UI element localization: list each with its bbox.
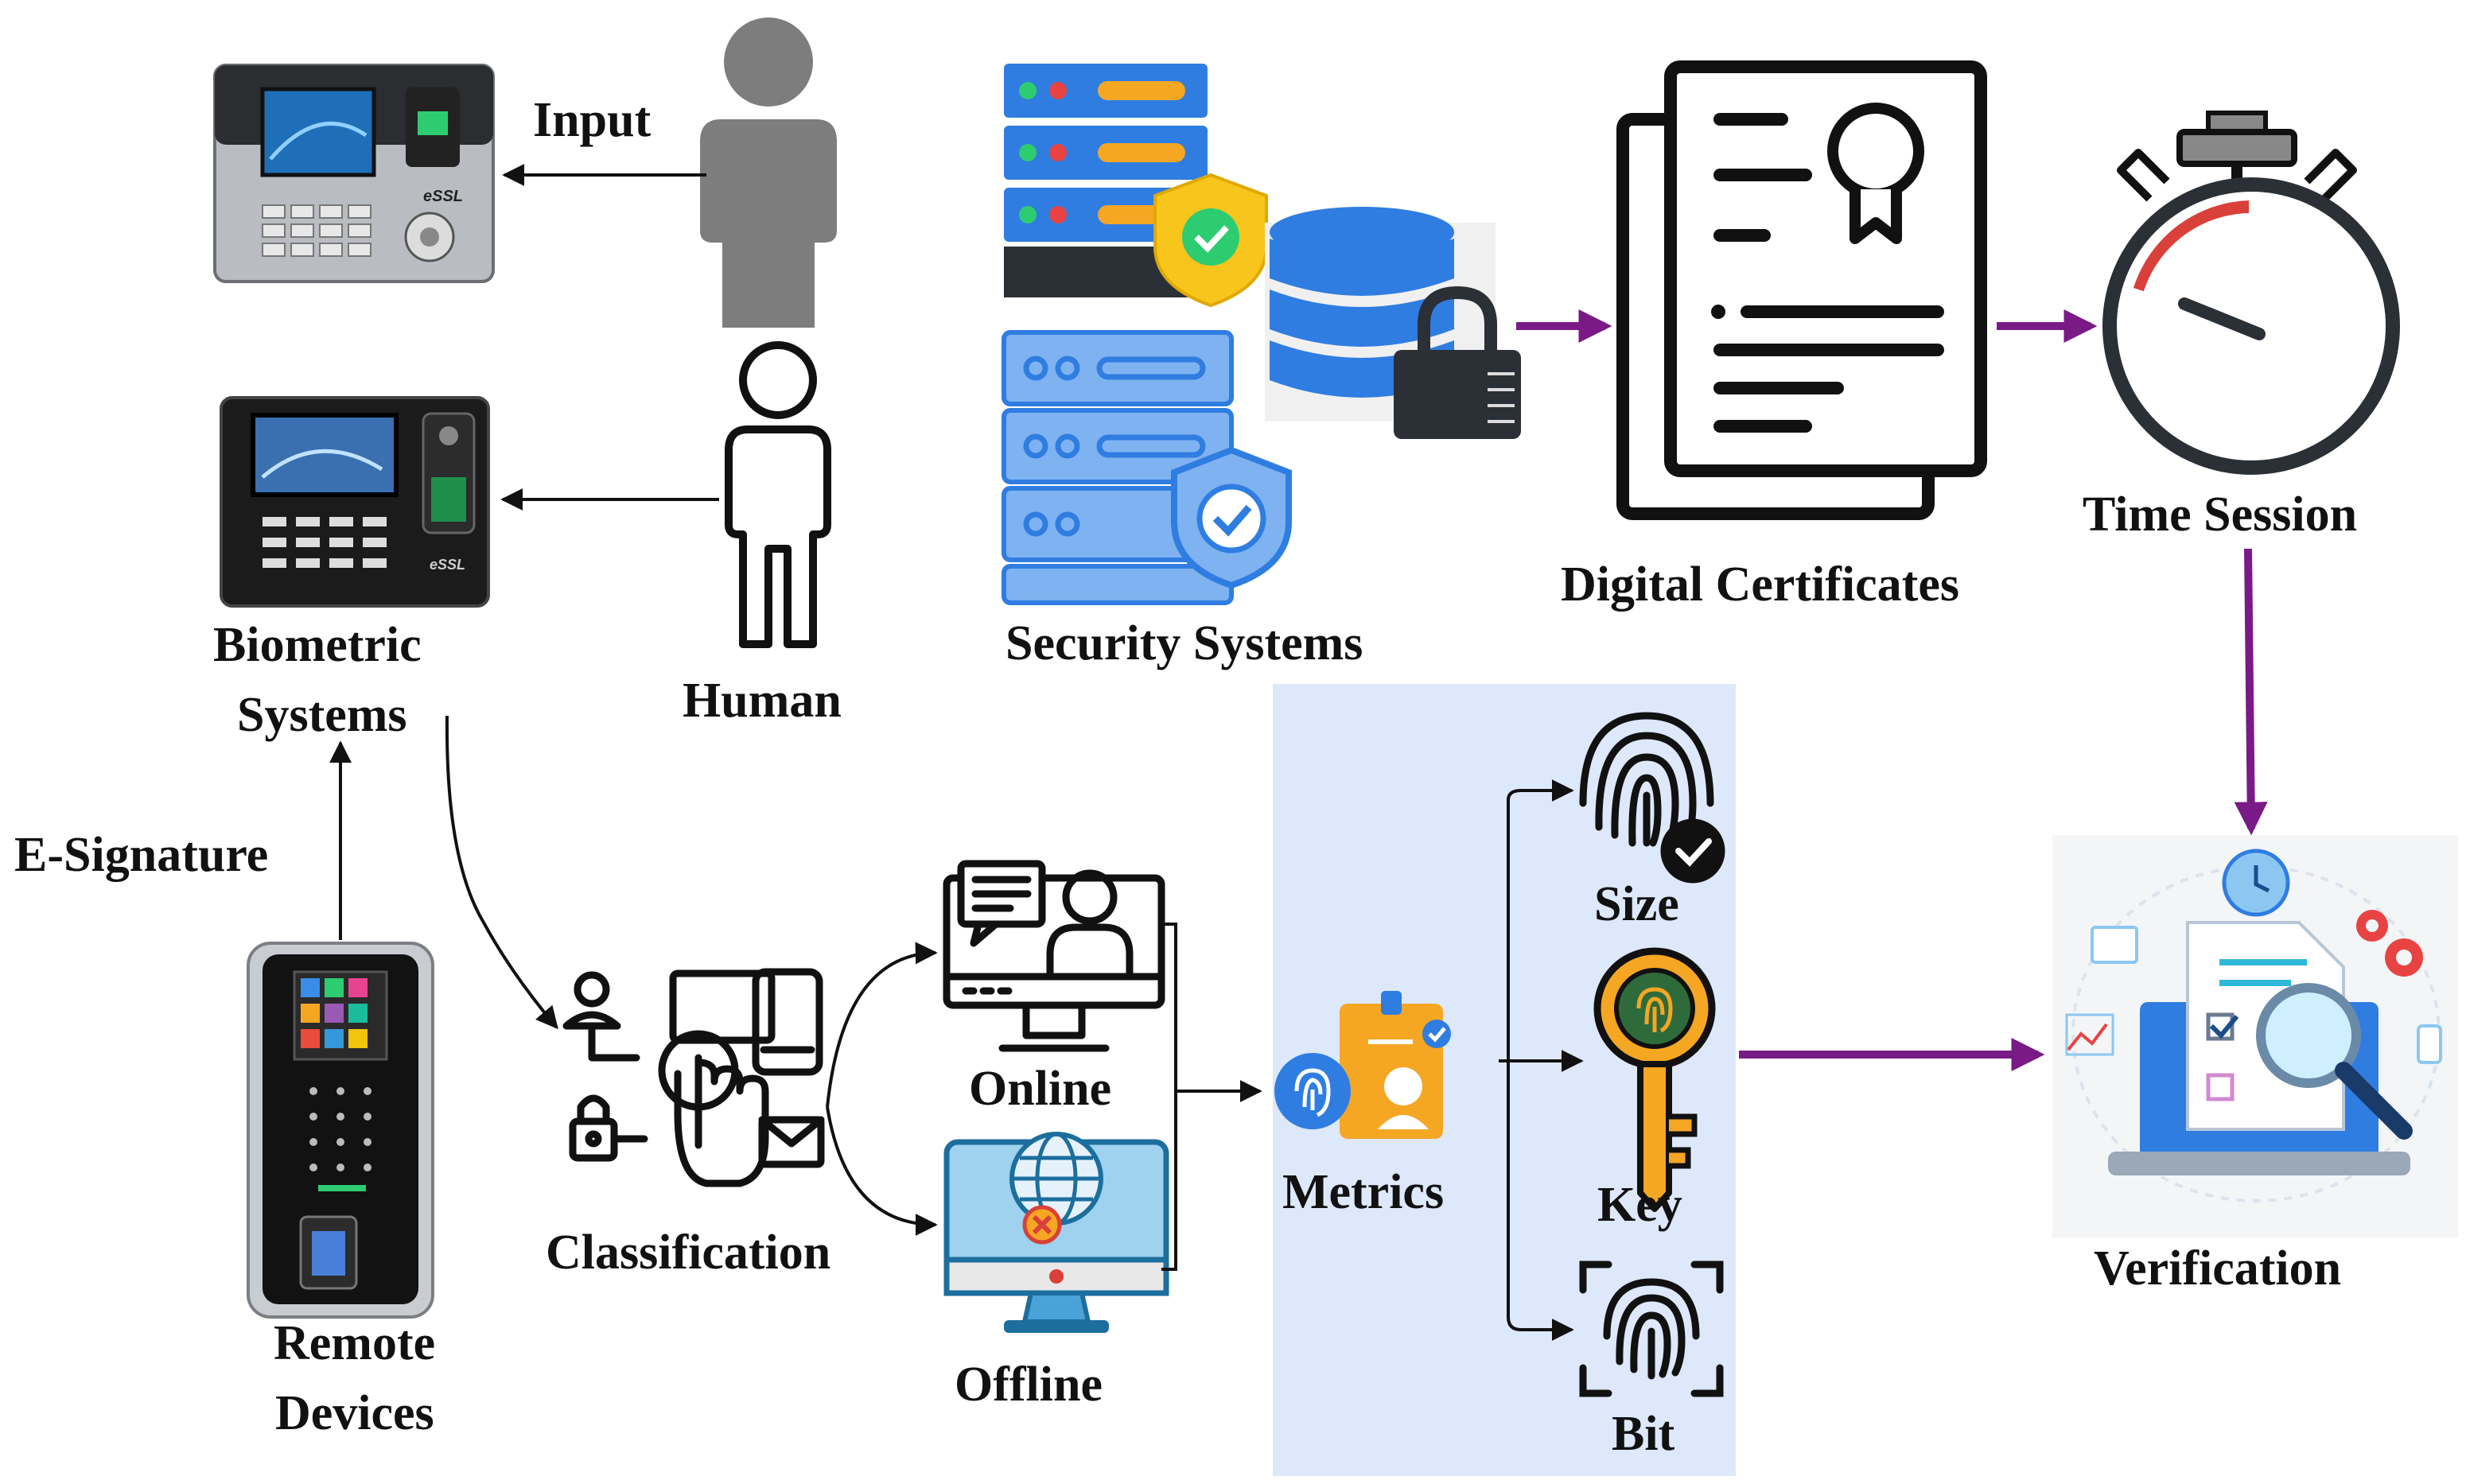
remote-device-icon	[247, 942, 434, 1319]
database-lock-icon	[1265, 207, 1521, 439]
label-remote-devices-line2: Devices	[275, 1386, 434, 1440]
biometric-device-silver-icon	[213, 64, 495, 283]
label-size: Size	[1594, 877, 1679, 931]
label-metrics: Metrics	[1282, 1165, 1445, 1219]
biometric-device-black-icon	[220, 396, 490, 608]
label-remote-devices-line1: Remote	[274, 1316, 436, 1370]
label-e-signature: E-Signature	[14, 828, 269, 882]
verification-icon	[2052, 835, 2458, 1237]
arrow-metrics-to-size	[1499, 779, 1574, 1062]
label-human: Human	[683, 674, 842, 728]
arrow-online-offline-to-metrics	[1161, 923, 1260, 1271]
label-security-systems: Security Systems	[1005, 616, 1363, 670]
offline-icon	[943, 1132, 1169, 1333]
online-icon	[943, 860, 1165, 1052]
arrow-metrics-to-bit	[1507, 1061, 1574, 1341]
stopwatch-icon	[2102, 111, 2400, 475]
server-rack-check-icon	[1002, 330, 1292, 605]
person-input-icon	[700, 17, 837, 328]
fingerprint-bit-icon	[1579, 1261, 1724, 1397]
label-biometric-systems-line1: Biometric	[213, 618, 422, 672]
human-outline-icon	[725, 341, 831, 648]
arrow-to-online	[826, 942, 938, 1108]
classification-icon	[562, 968, 825, 1187]
key-icon	[1593, 947, 1716, 1212]
label-online: Online	[969, 1062, 1112, 1116]
device-brand-top: eSSL	[423, 188, 464, 205]
arrow-to-offline	[826, 1106, 938, 1236]
device-brand-black: eSSL	[430, 557, 466, 573]
arrow-biometric-to-classification	[445, 715, 558, 1030]
fingerprint-size-icon	[1579, 712, 1725, 884]
label-input: Input	[533, 93, 652, 147]
label-time-session: Time Session	[2083, 488, 2358, 542]
server-shield-icon	[1004, 64, 1268, 308]
label-offline: Offline	[955, 1358, 1103, 1412]
label-classification: Classification	[546, 1226, 831, 1280]
label-bit: Bit	[1612, 1407, 1675, 1461]
digital-certificate-icon	[1616, 60, 1987, 520]
label-biometric-systems-line2: Systems	[237, 688, 407, 742]
label-key: Key	[1597, 1178, 1682, 1232]
metrics-badge-icon	[1274, 991, 1451, 1139]
arrow-time-session-to-verification	[2234, 548, 2268, 836]
label-digital-certificates: Digital Certificates	[1561, 557, 1959, 612]
label-verification: Verification	[2094, 1241, 2342, 1296]
